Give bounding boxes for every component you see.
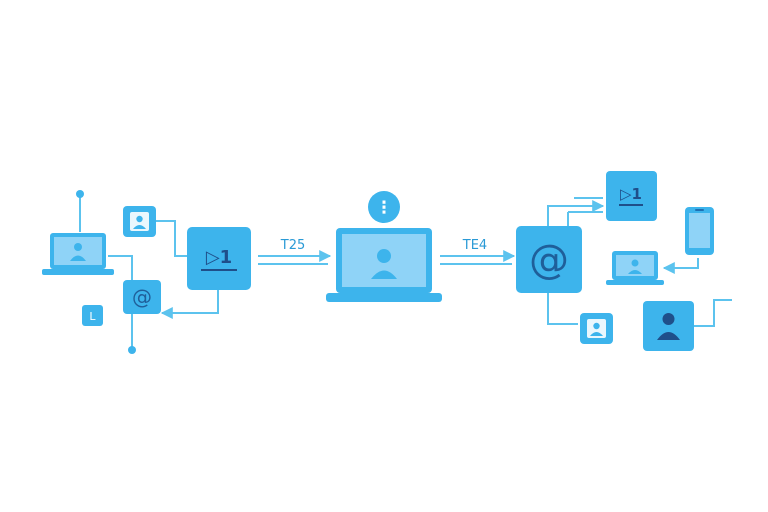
send-box-right[interactable]: ▷1 — [606, 171, 657, 221]
tag-box[interactable]: L — [82, 305, 103, 326]
send-icon-right: ▷1 — [620, 185, 642, 203]
tag-label: L — [89, 310, 96, 323]
left-laptop-icon — [42, 233, 114, 275]
connector-line — [160, 290, 219, 319]
edge-label-left: T25 — [280, 238, 305, 253]
at-box-main[interactable]: @ — [516, 226, 582, 293]
connector-arrow — [547, 200, 605, 226]
edge-label-right: TE4 — [462, 238, 487, 253]
connector-line — [156, 220, 188, 257]
send-icon: ▷1 — [206, 247, 232, 268]
more-icon: ⋮ — [376, 198, 393, 218]
node-dot — [128, 346, 136, 354]
send-box-left[interactable]: ▷1 — [187, 227, 251, 290]
at-sign-icon-large: @ — [529, 237, 569, 283]
connector-line — [108, 255, 133, 280]
connector-line — [547, 292, 578, 325]
phone-icon[interactable] — [685, 207, 714, 255]
connector-arrow — [662, 258, 699, 274]
user-icon — [593, 322, 600, 330]
connectors — [79, 195, 732, 348]
user-box-right[interactable] — [580, 313, 613, 344]
connector-line — [694, 299, 732, 327]
info-badge[interactable]: ⋮ — [368, 191, 400, 223]
at-box-left[interactable]: @ — [123, 280, 161, 314]
at-sign-icon: @ — [132, 285, 152, 309]
node-dot — [76, 190, 84, 198]
user-icon — [136, 215, 143, 223]
user-icon — [662, 313, 675, 325]
right-laptop-icon[interactable] — [606, 251, 664, 285]
user-box-large[interactable] — [643, 301, 694, 351]
center-laptop-icon[interactable] — [326, 228, 442, 302]
user-box-left[interactable] — [123, 206, 156, 237]
